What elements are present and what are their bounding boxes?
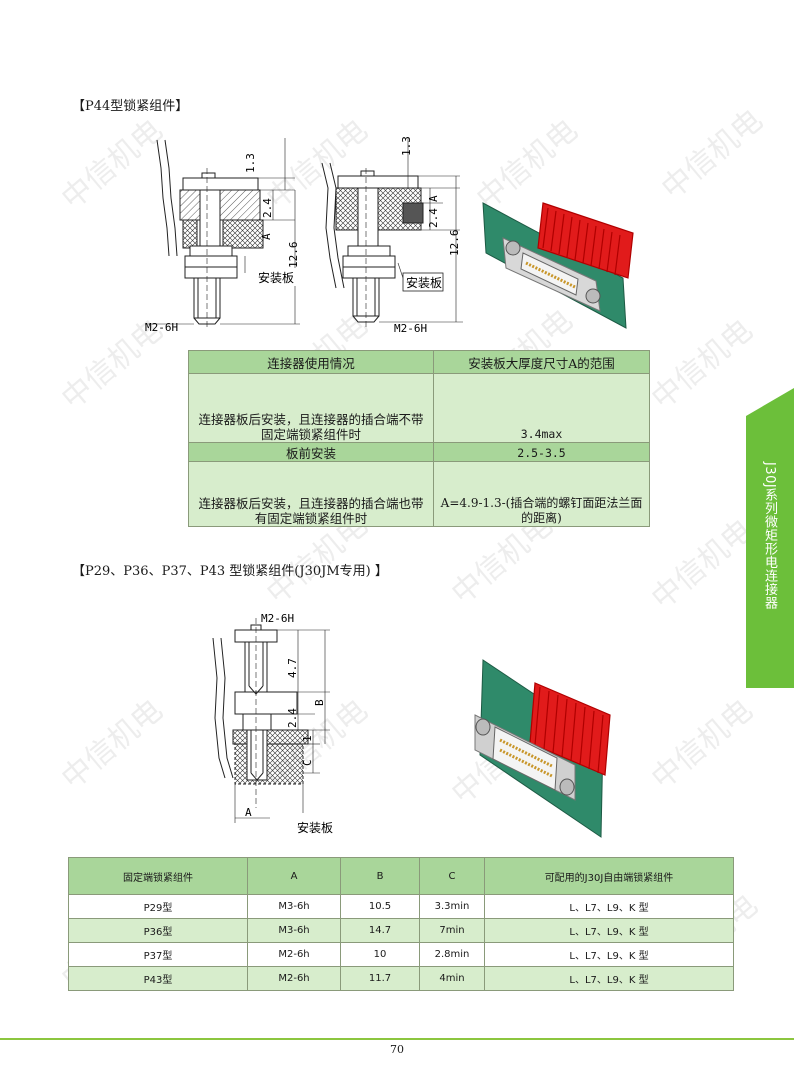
- section1-title: 【P44型锁紧组件】: [72, 99, 189, 114]
- dim-1-3: 1.3: [400, 136, 413, 156]
- table-cell: 2.5-3.5: [433, 442, 650, 462]
- table-cell: 3.4max: [433, 373, 650, 443]
- table-row: 连接器板后安装，且连接器的插合端也带有固定端锁紧组件时 A=4.9-1.3-(插…: [188, 461, 650, 527]
- dim-2-4: 2.4: [286, 708, 299, 728]
- dim-c: C: [301, 759, 314, 766]
- dim-4-7: 4.7: [286, 658, 299, 678]
- panel-label: 安装板: [406, 275, 442, 290]
- table-cell: L、L7、L9、K 型: [484, 966, 734, 991]
- dim-b: B: [313, 699, 326, 706]
- table-row: 连接器板后安装，且连接器的插合端不带固定端锁紧组件时 3.4max: [188, 373, 650, 443]
- table-cell: 14.7: [340, 918, 420, 943]
- footer-line: [0, 1038, 794, 1040]
- table-cell: P37型: [68, 942, 248, 967]
- p44-diagram-right: 1.3 A 2.4 12.6 安装板 M2-6H: [321, 136, 463, 335]
- dim-a: A: [260, 233, 273, 240]
- table-cell: M3-6h: [247, 894, 341, 919]
- table-cell: 3.3min: [419, 894, 485, 919]
- dim-2-4: 2.4: [427, 208, 440, 228]
- table-cell: 连接器板后安装，且连接器的插合端不带固定端锁紧组件时: [188, 373, 434, 443]
- table-row: P29型 M3-6h 10.5 3.3min L、L7、L9、K 型: [68, 894, 734, 919]
- table-cell: 2.8min: [419, 942, 485, 967]
- dim-a: A: [427, 195, 440, 202]
- dim-2-4: 2.4: [261, 198, 274, 218]
- table-cell: 连接器板后安装，且连接器的插合端也带有固定端锁紧组件时: [188, 461, 434, 527]
- dim-1: 1: [301, 735, 314, 742]
- table-cell: P43型: [68, 966, 248, 991]
- thread-label: M2-6H: [261, 612, 294, 625]
- panel-label: 安装板: [258, 270, 294, 285]
- table-cell: L、L7、L9、K 型: [484, 894, 734, 919]
- table-header: B: [340, 857, 420, 895]
- table-cell: 10: [340, 942, 420, 967]
- table-cell: M3-6h: [247, 918, 341, 943]
- table-row: P43型 M2-6h 11.7 4min L、L7、L9、K 型: [68, 966, 734, 991]
- table-row: P36型 M3-6h 14.7 7min L、L7、L9、K 型: [68, 918, 734, 943]
- connector-illustration-1: [482, 202, 634, 329]
- table-header: 可配用的J30J自由端锁紧组件: [484, 857, 734, 895]
- table-cell: M2-6h: [247, 942, 341, 967]
- table-cell: M2-6h: [247, 966, 341, 991]
- table-cell: 4min: [419, 966, 485, 991]
- page-number: 70: [390, 1043, 404, 1056]
- table-cell: 10.5: [340, 894, 420, 919]
- table-cell: 7min: [419, 918, 485, 943]
- table-row: 板前安装 2.5-3.5: [188, 442, 650, 462]
- table-header: 固定端锁紧组件: [68, 857, 248, 895]
- table-cell: L、L7、L9、K 型: [484, 942, 734, 967]
- table-cell: L、L7、L9、K 型: [484, 918, 734, 943]
- table-cell: A=4.9-1.3-(插合端的螺钉面距法兰面的距离): [433, 461, 650, 527]
- table-cell: 11.7: [340, 966, 420, 991]
- watermark: 中信机电: [645, 312, 760, 417]
- watermark: 中信机电: [55, 692, 170, 797]
- thread-label: M2-6H: [394, 322, 427, 335]
- mount-thickness-table: 连接器使用情况 安装板大厚度尺寸A的范围 连接器板后安装，且连接器的插合端不带固…: [188, 350, 650, 527]
- table-cell: P36型: [68, 918, 248, 943]
- dim-12-6: 12.6: [287, 242, 300, 269]
- panel-label: 安装板: [297, 820, 333, 835]
- table-row: P37型 M2-6h 10 2.8min L、L7、L9、K 型: [68, 942, 734, 967]
- table-header: A: [247, 857, 341, 895]
- fixed-lock-assembly-table: 固定端锁紧组件 A B C 可配用的J30J自由端锁紧组件 P29型 M3-6h…: [68, 857, 734, 991]
- table-cell: P29型: [68, 894, 248, 919]
- dim-a: A: [245, 806, 252, 819]
- watermark: 中信机电: [645, 512, 760, 617]
- table-header: 安装板大厚度尺寸A的范围: [433, 350, 650, 374]
- p29-p43-diagram: M2-6H 4.7 2.4 B 1 C A 安装板: [212, 612, 333, 835]
- table-header: C: [419, 857, 485, 895]
- side-tab-label: J30J系列微矩形电连接器: [762, 462, 777, 610]
- thread-label: M2-6H: [145, 321, 178, 334]
- p44-diagram-left: 1.3 2.4 A 12.6 安装板 M2-6H: [145, 138, 300, 334]
- side-tab: [746, 388, 794, 688]
- table-cell: 板前安装: [188, 442, 434, 462]
- connector-illustration-2: [474, 659, 611, 838]
- table-header: 连接器使用情况: [188, 350, 434, 374]
- watermark: 中信机电: [655, 102, 770, 207]
- dim-12-6: 12.6: [448, 230, 461, 257]
- watermark: 中信机电: [645, 692, 760, 797]
- section2-title: 【P29、P36、P37、P43 型锁紧组件(J30JM专用) 】: [72, 564, 388, 579]
- dim-1-3: 1.3: [244, 153, 257, 173]
